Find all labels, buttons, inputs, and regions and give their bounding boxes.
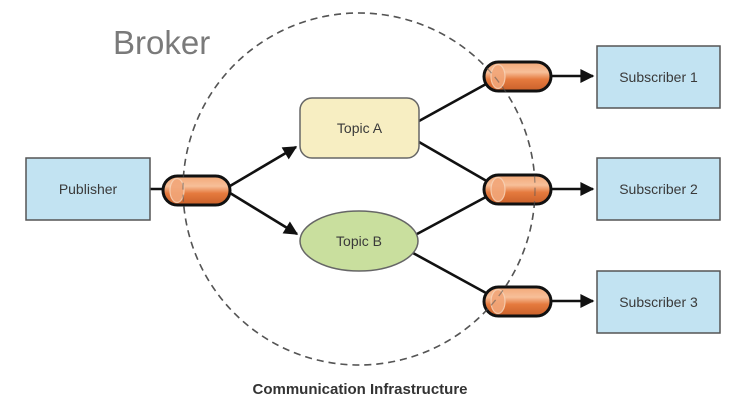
subscriber-2-label: Subscriber 2	[619, 181, 698, 197]
broker-boundary-overlay	[182, 12, 536, 366]
queue-publisher	[161, 174, 232, 207]
edges	[150, 69, 595, 308]
publisher-node: Publisher	[25, 157, 151, 221]
queue-1	[482, 60, 553, 93]
edge-topic-a-to-queue-2	[418, 140, 498, 189]
diagram-caption: Communication Infrastructure	[252, 381, 468, 398]
topic-b-node: Topic B	[299, 210, 419, 272]
edge-topic-a-to-queue-1	[418, 76, 498, 123]
edge-queue-to-topic-b	[229, 191, 299, 236]
topic-b-label: Topic B	[336, 233, 382, 249]
subscriber-3-label: Subscriber 3	[619, 294, 698, 310]
publisher-label: Publisher	[59, 181, 118, 197]
broker-boundary	[182, 12, 536, 366]
broker-title: Broker	[113, 24, 211, 61]
edge-topic-b-to-queue-2	[416, 189, 498, 236]
subscriber-1-label: Subscriber 1	[619, 69, 698, 85]
topic-a-label: Topic A	[337, 120, 383, 136]
subscriber-3-node: Subscriber 3	[596, 270, 721, 334]
subscriber-1-node: Subscriber 1	[596, 45, 721, 109]
edge-topic-b-to-queue-3	[412, 251, 498, 301]
queue-2	[482, 173, 553, 206]
topic-a-node: Topic A	[299, 97, 420, 159]
edge-queue-to-topic-a	[229, 145, 298, 188]
subscriber-2-node: Subscriber 2	[596, 157, 721, 221]
